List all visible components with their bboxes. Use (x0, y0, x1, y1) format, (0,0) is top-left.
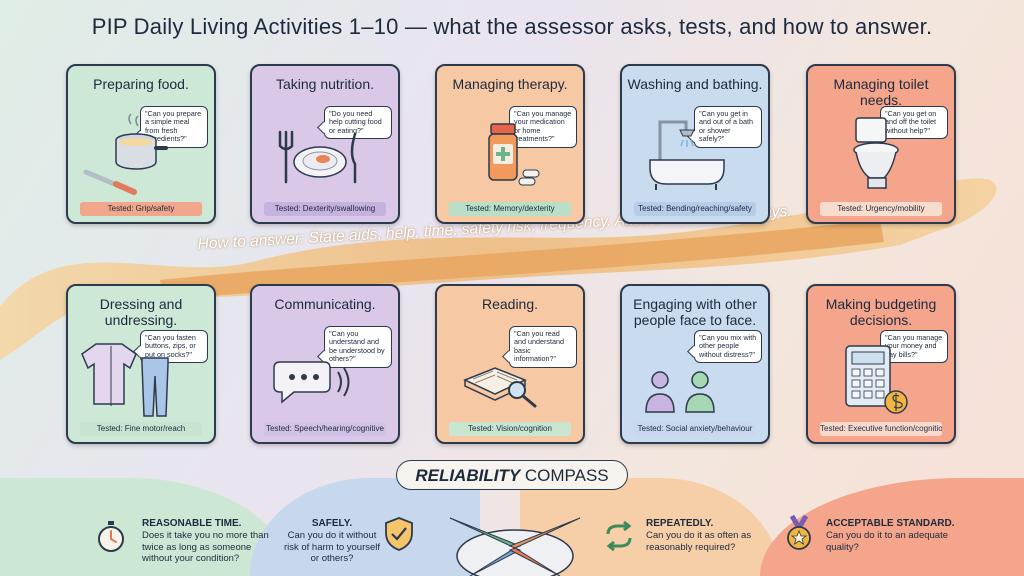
criterion-repeatedly: REPEATEDLY. Can you do it as often as re… (646, 518, 756, 553)
bathtub-shower-icon (649, 120, 725, 190)
card-title: Reading. (481, 296, 539, 312)
tested-label: Tested: Bending/reaching/safety (634, 202, 756, 216)
tested-label: Tested: Urgency/mobility (820, 202, 942, 216)
criterion-acceptable-standard: ACCEPTABLE STANDARD. Can you do it to an… (826, 518, 976, 553)
criterion-body: Can you do it as often as reasonably req… (646, 530, 752, 553)
tested-label: Tested: Social anxiety/behaviour (634, 422, 756, 436)
card-engaging: Engaging with other people face to face.… (620, 284, 770, 444)
question-bubble: "Can you understand and be understood by… (324, 326, 392, 368)
card-title: Managing therapy. (452, 76, 568, 92)
tested-label: Tested: Vision/cognition (449, 422, 571, 436)
criterion-body: Can you do it without risk of harm to yo… (283, 530, 381, 564)
criterion-heading: SAFELY. (311, 518, 353, 529)
question-bubble: "Can you get in and out of a bath or sho… (694, 106, 762, 148)
criterion-heading: ACCEPTABLE STANDARD. (826, 518, 955, 529)
two-people-icon (645, 371, 715, 413)
card-title: Making budgeting decisions. (825, 296, 937, 328)
card-title: Dressing and undressing. (99, 296, 183, 328)
card-managing-therapy: Managing therapy. "Can you manage your m… (435, 64, 585, 224)
criterion-body: Does it take you no more than twice as l… (142, 530, 269, 564)
question-bubble: "Can you read and understand basic infor… (509, 326, 577, 368)
card-dressing: Dressing and undressing. "Can you fasten… (66, 284, 216, 444)
card-managing-toilet: Managing toilet needs. "Can you get on a… (806, 64, 956, 224)
criterion-reasonable-time: REASONABLE TIME. Does it take you no mor… (142, 518, 272, 565)
card-taking-nutrition: Taking nutrition. "Do you need help cutt… (250, 64, 400, 224)
question-bubble: "Can you mix with other people without d… (694, 330, 762, 364)
shield-check-icon (385, 517, 413, 551)
tested-label: Tested: Grip/safety (80, 202, 202, 216)
card-reading: Reading. "Can you read and understand ba… (435, 284, 585, 444)
card-title: Taking nutrition. (275, 76, 375, 92)
question-bubble: "Do you need help cutting food or eating… (324, 106, 392, 140)
criterion-heading: REPEATEDLY. (646, 518, 714, 529)
question-bubble: "Can you get on and off the toilet witho… (880, 106, 948, 140)
tested-label: Tested: Speech/hearing/cognitive (264, 422, 386, 436)
stopwatch-icon (98, 521, 124, 552)
card-title: Engaging with other people face to face. (633, 296, 757, 328)
tested-label: Tested: Memory/dexterity (449, 202, 571, 216)
page-title: PIP Daily Living Activities 1–10 — what … (91, 14, 933, 39)
speech-bubble-icon (273, 361, 350, 404)
card-preparing-food: Preparing food. "Can you prepare a simpl… (66, 64, 216, 224)
tested-label: Tested: Fine motor/reach (80, 422, 202, 436)
card-title: Preparing food. (93, 76, 189, 92)
shirt-trousers-icon (81, 343, 169, 417)
plate-cutlery-icon (278, 130, 357, 184)
tested-label: Tested: Dexterity/swallowing (264, 202, 386, 216)
reliability-compass-panel (0, 478, 1024, 576)
card-budgeting: Making budgeting decisions. "Can you man… (806, 284, 956, 444)
toilet-icon (853, 117, 899, 189)
criterion-body: Can you do it to an adequate quality? (826, 530, 949, 553)
criterion-safely: SAFELY. Can you do it without risk of ha… (282, 518, 382, 565)
card-title: Managing toilet needs. (833, 76, 929, 108)
tested-label: Tested: Executive function/cognition (820, 422, 942, 436)
medal-icon (787, 514, 811, 550)
compass-rose-icon (449, 517, 581, 576)
card-communicating: Communicating. "Can you understand and b… (250, 284, 400, 444)
medicine-bottle-icon (488, 123, 540, 186)
criterion-heading: REASONABLE TIME. (142, 518, 242, 529)
card-washing-bathing: Washing and bathing. "Can you get in and… (620, 64, 770, 224)
question-bubble: "Can you manage your money and pay bills… (880, 330, 948, 364)
compass-title: RELIABILITY COMPASS (396, 460, 628, 490)
card-title: Washing and bathing. (627, 76, 763, 92)
question-bubble: "Can you manage your medication or home … (509, 106, 577, 148)
card-title: Communicating. (274, 296, 376, 312)
cooking-pot-knife-icon (83, 113, 168, 195)
book-magnifier-icon (463, 367, 537, 408)
calculator-coin-icon (845, 345, 908, 414)
repeat-arrows-icon (606, 520, 632, 552)
